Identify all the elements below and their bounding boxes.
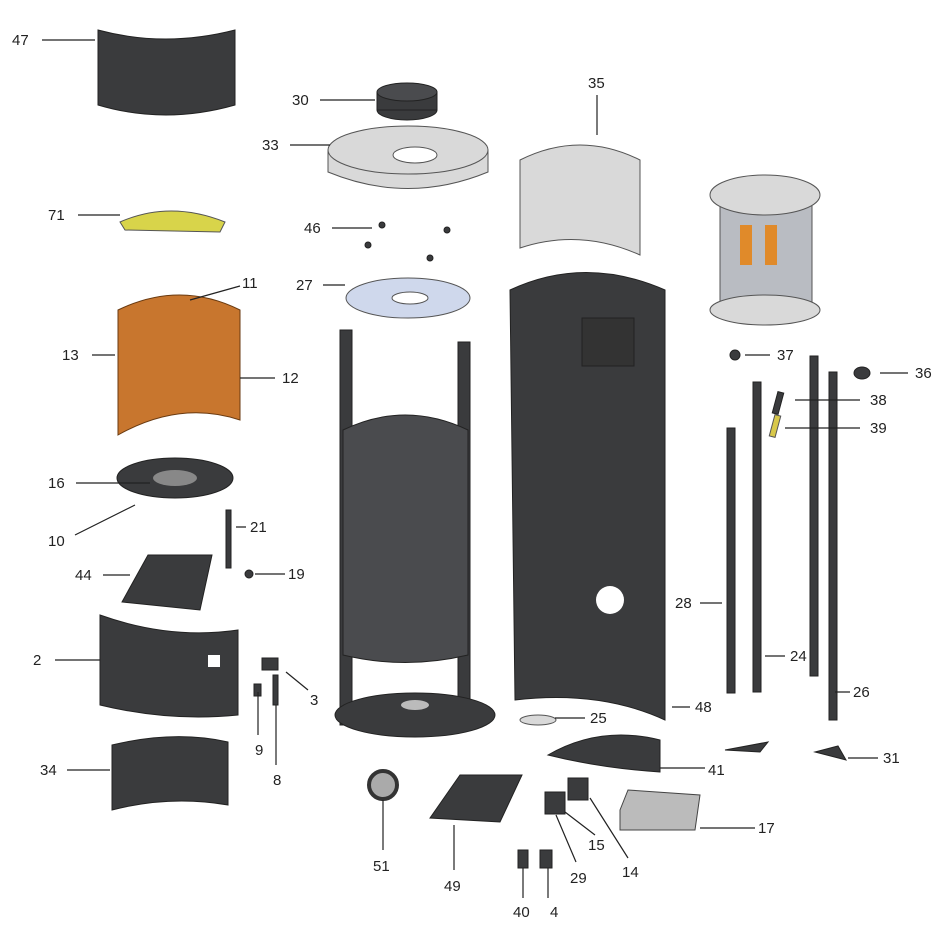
part-17-bracket [619,789,701,831]
label-40: 40 [513,904,530,921]
label-36: 36 [915,365,932,382]
label-16: 16 [48,475,65,492]
label-11: 11 [242,275,258,292]
part-35-rear-shield [519,144,641,256]
part-3-latch [261,657,279,671]
part-heat-exchanger [709,174,821,326]
part-47-top-cover [97,29,236,116]
part-49-ash-pan [429,774,523,823]
label-44: 44 [75,567,92,584]
part-40-4-knobs [517,849,553,869]
label-15: 15 [588,837,605,854]
part-38-39-fittings [768,390,785,439]
label-8: 8 [273,772,281,789]
part-30-flue-collar [376,82,438,121]
part-16-grate [116,457,234,499]
part-27-gasket-plate [345,277,471,319]
label-2: 2 [33,652,41,669]
part-41-base-plate [546,734,661,773]
label-27: 27 [296,277,313,294]
part-31-bracket [724,741,848,761]
label-35: 35 [588,75,605,92]
leader-lines [42,39,908,898]
part-labels: 47 30 33 35 71 46 27 11 13 12 37 36 38 3… [12,32,932,921]
label-12: 12 [282,370,299,387]
label-37: 37 [777,347,794,364]
part-48-outer-casing [509,272,666,721]
label-21: 21 [250,519,267,536]
label-33: 33 [262,137,279,154]
part-19-nut [244,569,254,579]
label-26: 26 [853,684,870,701]
label-10: 10 [48,533,65,550]
part-51-ring [367,769,399,801]
label-4: 4 [550,904,558,921]
label-41: 41 [708,762,725,779]
label-49: 49 [444,878,461,895]
part-13-refractory-liner [117,294,241,436]
label-34: 34 [40,762,57,779]
label-17: 17 [758,820,775,837]
part-34-lower-panel [111,736,229,811]
part-body-frame [334,329,496,738]
label-39: 39 [870,420,887,437]
label-30: 30 [292,92,309,109]
label-46: 46 [304,220,321,237]
part-25-disc [519,714,557,726]
label-29: 29 [570,870,587,887]
part-44-ash-plate [121,554,213,611]
label-14: 14 [622,864,639,881]
part-pipes [726,355,838,721]
label-28: 28 [675,595,692,612]
part-33-top-plate [327,125,489,189]
label-19: 19 [288,566,305,583]
label-9: 9 [255,742,263,759]
label-51: 51 [373,858,390,875]
part-2-front-panel [99,614,239,718]
label-47: 47 [12,32,29,49]
part-71-baffle [119,210,226,233]
label-31: 31 [883,750,900,767]
part-36-37-caps [729,349,871,380]
part-8-pin [272,674,279,706]
part-46-screws [364,221,451,262]
label-24: 24 [790,648,807,665]
label-71: 71 [48,207,65,224]
label-13: 13 [62,347,79,364]
label-38: 38 [870,392,887,409]
label-25: 25 [590,710,607,727]
label-3: 3 [310,692,318,709]
part-21-rod [225,509,232,569]
part-15-14-29-hinges [544,777,589,815]
label-48: 48 [695,699,712,716]
